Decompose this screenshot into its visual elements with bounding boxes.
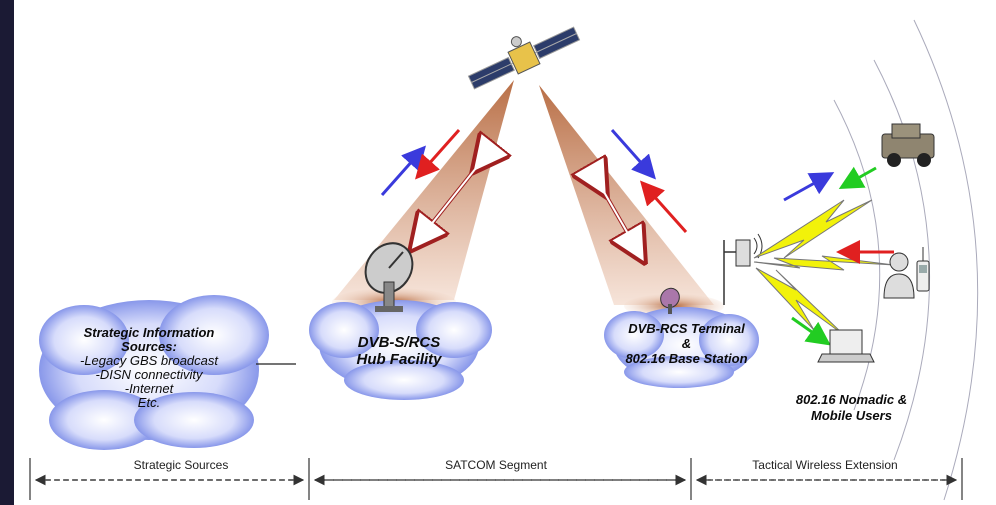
terminal-cloud [604,307,759,388]
users-label: 802.16 Nomadic & Mobile Users [789,392,914,424]
hub-downlink-arrow [415,129,461,180]
diagram-graphics [29,19,979,501]
strategic-sources-label: Strategic Information Sources: -Legacy G… [69,326,229,410]
terminal-beam [539,85,714,305]
satellite-icon [467,26,581,90]
person-icon [883,252,915,299]
hub-beam [334,80,514,300]
strategic-item: Etc. [137,395,161,410]
handheld-radio-icon [916,247,930,292]
terminal-label: DVB-RCS Terminal & 802.16 Base Station [619,321,754,366]
terminal-downlink-arrow [640,180,688,233]
segment-label-satcom: SATCOM Segment [445,458,547,472]
terminal-line1: DVB-RCS Terminal [628,321,745,336]
segment-dividers [29,458,963,500]
hub-line1: DVB-S/RCS [357,334,441,351]
users-line2: Mobile Users [811,408,892,423]
strategic-title: Strategic Information Sources: [83,325,215,354]
terminal-line2: & [681,336,692,351]
diagram-canvas: Strategic Information Sources: -Legacy G… [14,0,996,505]
hub-line2: Hub Facility [356,351,442,368]
segment-label-strategic: Strategic Sources [133,458,229,472]
hub-uplink-arrow [380,145,426,196]
hub-cloud [309,300,492,400]
terminal-uplink-arrow [610,129,656,180]
strategic-cloud [39,295,269,450]
laptop-icon [817,329,875,363]
terminal-line3: 802.16 Base Station [625,351,748,366]
hub-facility-label: DVB-S/RCS Hub Facility [329,334,469,368]
base-station-icon [723,233,763,305]
segment-label-tactical: Tactical Wireless Extension [752,458,898,472]
wireless-link-bolts [753,199,895,336]
strategic-item: -Internet [124,381,174,396]
strategic-item: -DISN connectivity [95,367,203,382]
terminal-dish-icon [660,287,680,314]
strategic-item: -Legacy GBS broadcast [79,353,219,368]
vehicle-icon [881,123,935,167]
users-line1: 802.16 Nomadic & [795,392,908,407]
hub-dish-icon [364,242,414,312]
